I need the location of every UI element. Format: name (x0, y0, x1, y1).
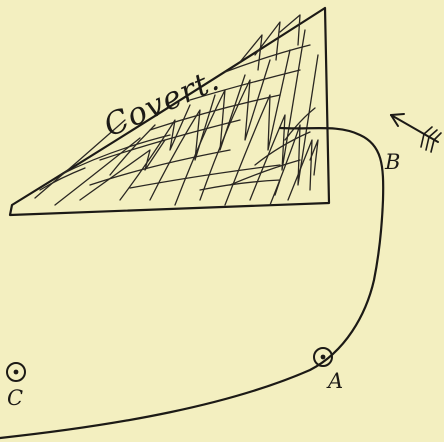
covert-label: Covert. (99, 62, 225, 145)
arrow-with-fletching-icon (391, 114, 441, 152)
label-a: A (326, 369, 343, 393)
label-b: B (384, 150, 400, 174)
point-c-marker (7, 363, 25, 381)
track-path (0, 128, 383, 438)
label-c: C (7, 386, 23, 410)
